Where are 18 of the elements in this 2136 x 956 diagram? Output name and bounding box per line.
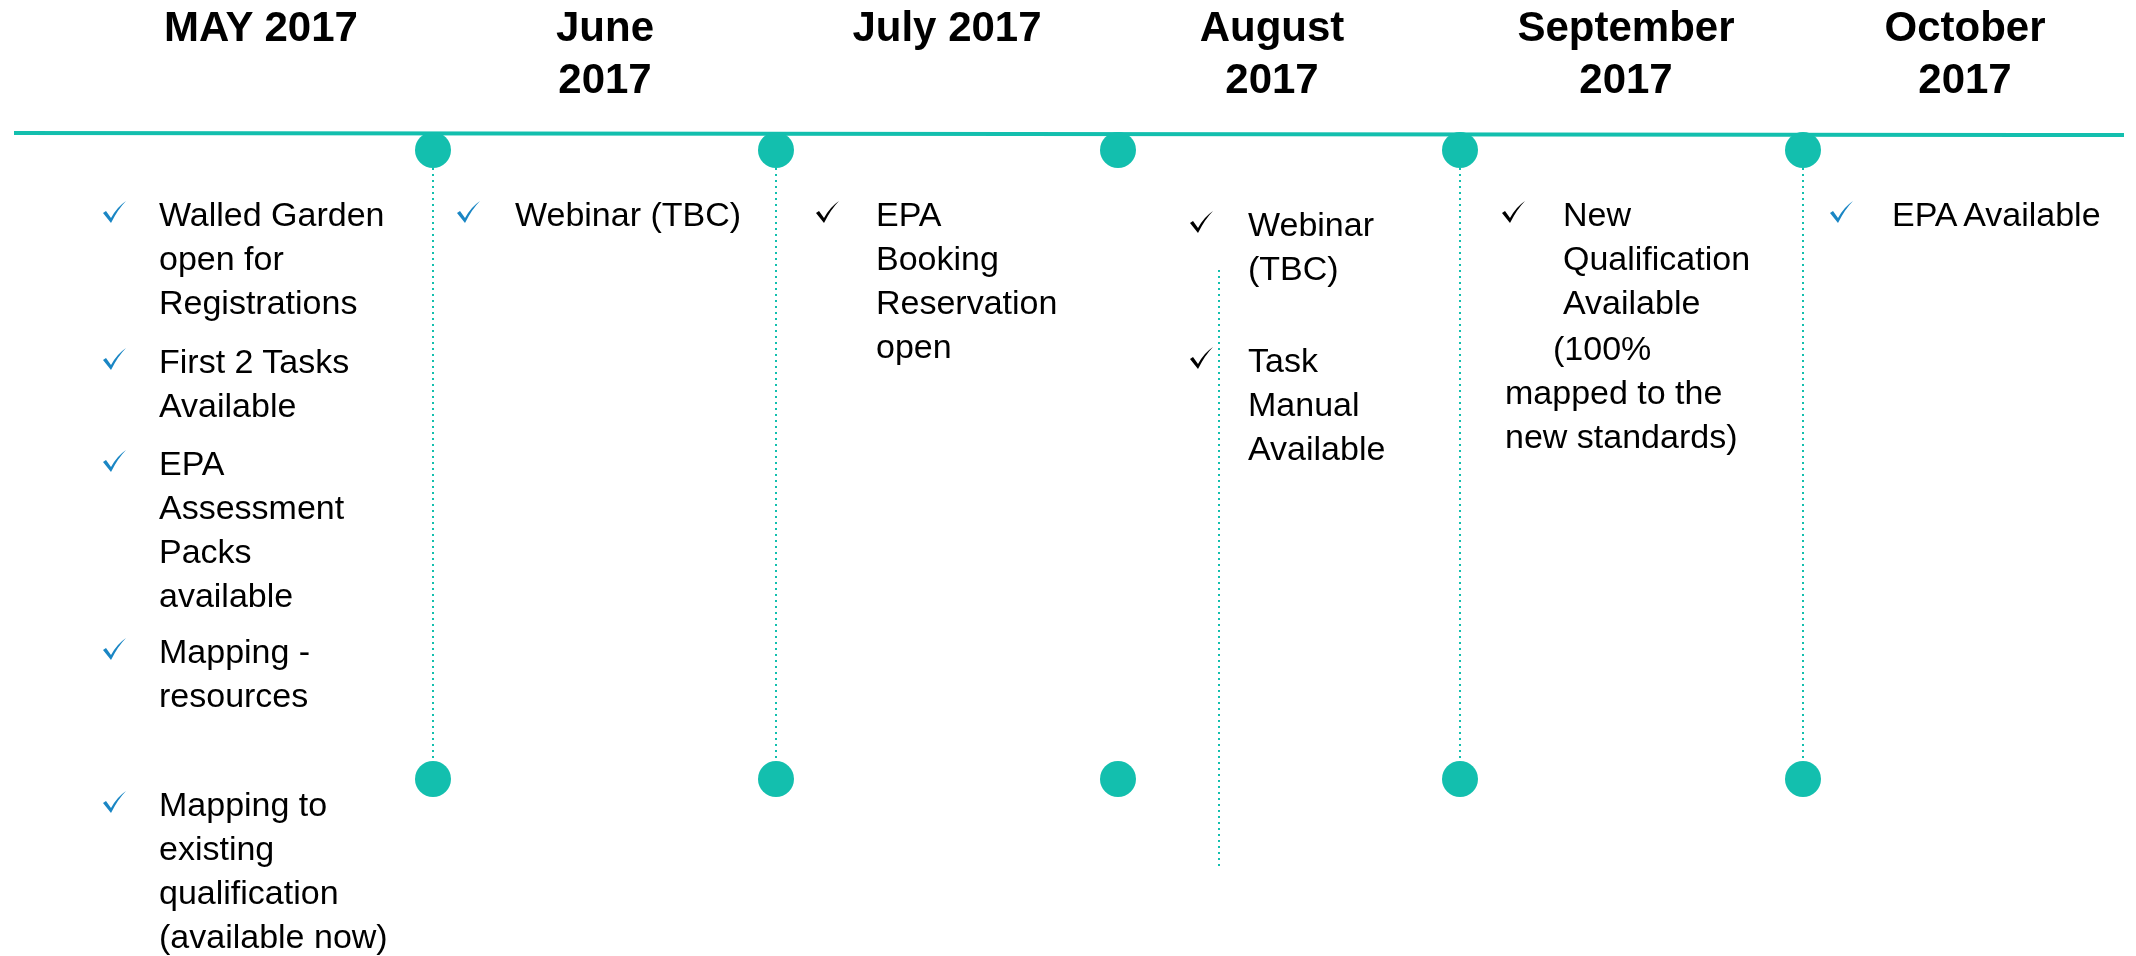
milestone-text: Mapping to existing qualification (available now) [159, 784, 389, 956]
month-heading: October 2017 [1883, 2, 2047, 104]
milestone-text: Webinar (TBC) [1248, 204, 1375, 289]
milestone-text: EPA Available [1892, 194, 2102, 235]
milestone-text: EPA Assessment Packs available [159, 443, 346, 616]
milestone-text: First 2 Tasks Available [159, 341, 351, 426]
month-heading: September 2017 [1516, 2, 1736, 104]
milestone-text: Walled Garden open for Registrations [159, 194, 386, 323]
milestone-text: Webinar (TBC) [515, 194, 743, 235]
month-heading: MAY 2017 [163, 2, 359, 52]
month-heading: June 2017 [555, 2, 655, 104]
milestone-text: New Qualification Available [1563, 194, 1752, 323]
month-heading: August 2017 [1198, 2, 1346, 104]
month-heading: July 2017 [851, 2, 1043, 52]
milestone-text: (100% mapped to the new standards) [1505, 328, 1739, 457]
milestone-text: EPA Booking Reservation open [876, 194, 1059, 367]
milestone-text: Task Manual Available [1248, 340, 1387, 469]
milestone-text: Mapping - resources [159, 631, 312, 716]
